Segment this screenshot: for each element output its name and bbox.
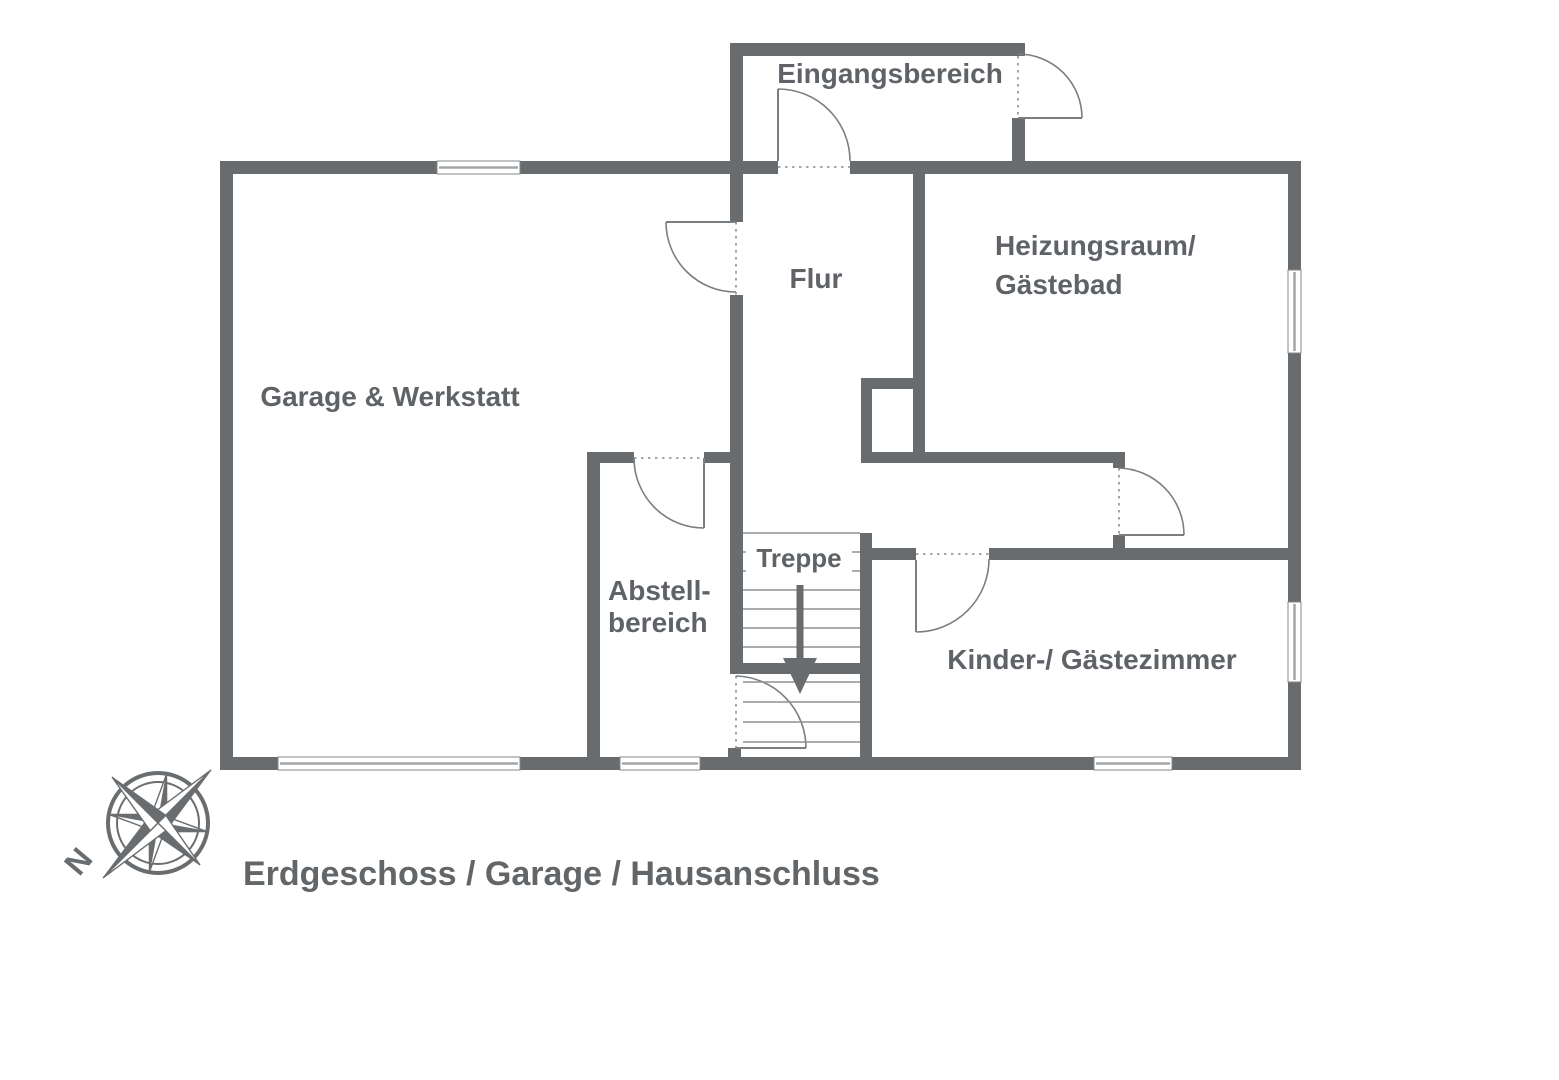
wall [220, 161, 233, 770]
wall [220, 161, 437, 174]
door-swing-arc [633, 457, 705, 529]
window-heating-room-right [1287, 269, 1302, 354]
door-swing-arc [665, 221, 737, 293]
wall [1288, 353, 1301, 602]
compass-rose: N [57, 769, 212, 882]
stair-label-backdrop [746, 538, 852, 574]
wall [1288, 174, 1301, 270]
wall [1012, 118, 1025, 174]
door-swing-arc [1017, 53, 1083, 119]
label-flur: Flur [790, 263, 843, 294]
compass-diagonal-points [102, 769, 212, 879]
staircase [743, 532, 860, 743]
wall [730, 295, 743, 663]
wall [860, 533, 872, 770]
wall [861, 452, 1113, 463]
wall [520, 757, 620, 770]
label-treppe: Treppe [756, 543, 841, 573]
label-heizungsraum-line2: Gästebad [995, 269, 1123, 300]
door-swing-arc [735, 675, 807, 749]
entrance-hall-door [777, 88, 851, 168]
childrens-room-door [915, 553, 990, 633]
entrance-exterior-door [1017, 53, 1083, 119]
heating-room-door [1118, 467, 1185, 536]
window-garage-bottom [277, 756, 521, 771]
wall [730, 174, 743, 222]
doors [633, 53, 1185, 749]
wall [1172, 757, 1301, 770]
chimney-wall [861, 378, 925, 389]
stair-treads-lower [743, 681, 860, 743]
window-childrens-room-bottom [1093, 756, 1173, 771]
wall [728, 748, 741, 758]
wall [1288, 682, 1301, 757]
window-garage-top [436, 160, 521, 175]
label-garage-werkstatt: Garage & Werkstatt [260, 381, 519, 412]
wall [1113, 452, 1125, 468]
window-childrens-room-right [1287, 601, 1302, 683]
door-swing-arc [1118, 467, 1185, 536]
windows [277, 160, 1302, 771]
wall [913, 174, 925, 463]
wall [520, 161, 778, 174]
door-swing-arc [915, 558, 990, 633]
label-abstellbereich-line1: Abstell- [608, 575, 711, 606]
compass-north-label: N [57, 841, 99, 882]
stair-bottom-door [735, 675, 807, 749]
door-swing-arc [777, 88, 851, 162]
label-eingangsbereich: Eingangsbereich [777, 58, 1003, 89]
chimney-wall [861, 378, 872, 463]
garage-hall-door [665, 221, 737, 295]
wall [700, 757, 1094, 770]
storage-room-door [633, 457, 705, 529]
window-storage-bottom [619, 756, 701, 771]
plan-title-caption: Erdgeschoss / Garage / Hausanschluss [243, 855, 880, 893]
stair-down-arrow [783, 585, 817, 694]
compass-inner-ring [116, 781, 200, 865]
wall [587, 452, 634, 463]
wall [587, 452, 600, 770]
wall [989, 548, 1301, 560]
walls [220, 43, 1301, 770]
wall [220, 757, 278, 770]
wall [860, 548, 916, 560]
label-abstellbereich-line2: bereich [608, 607, 708, 638]
compass-outer-ring [106, 771, 210, 875]
wall [730, 43, 1025, 56]
label-kinder-gaestezimmer: Kinder-/ Gästezimmer [947, 644, 1237, 675]
room-labels: Eingangsbereich Garage & Werkstatt Flur … [260, 58, 1236, 675]
wall [850, 161, 1301, 174]
wall [704, 452, 743, 463]
wall [730, 43, 743, 174]
label-heizungsraum-line1: Heizungsraum/ [995, 230, 1196, 261]
